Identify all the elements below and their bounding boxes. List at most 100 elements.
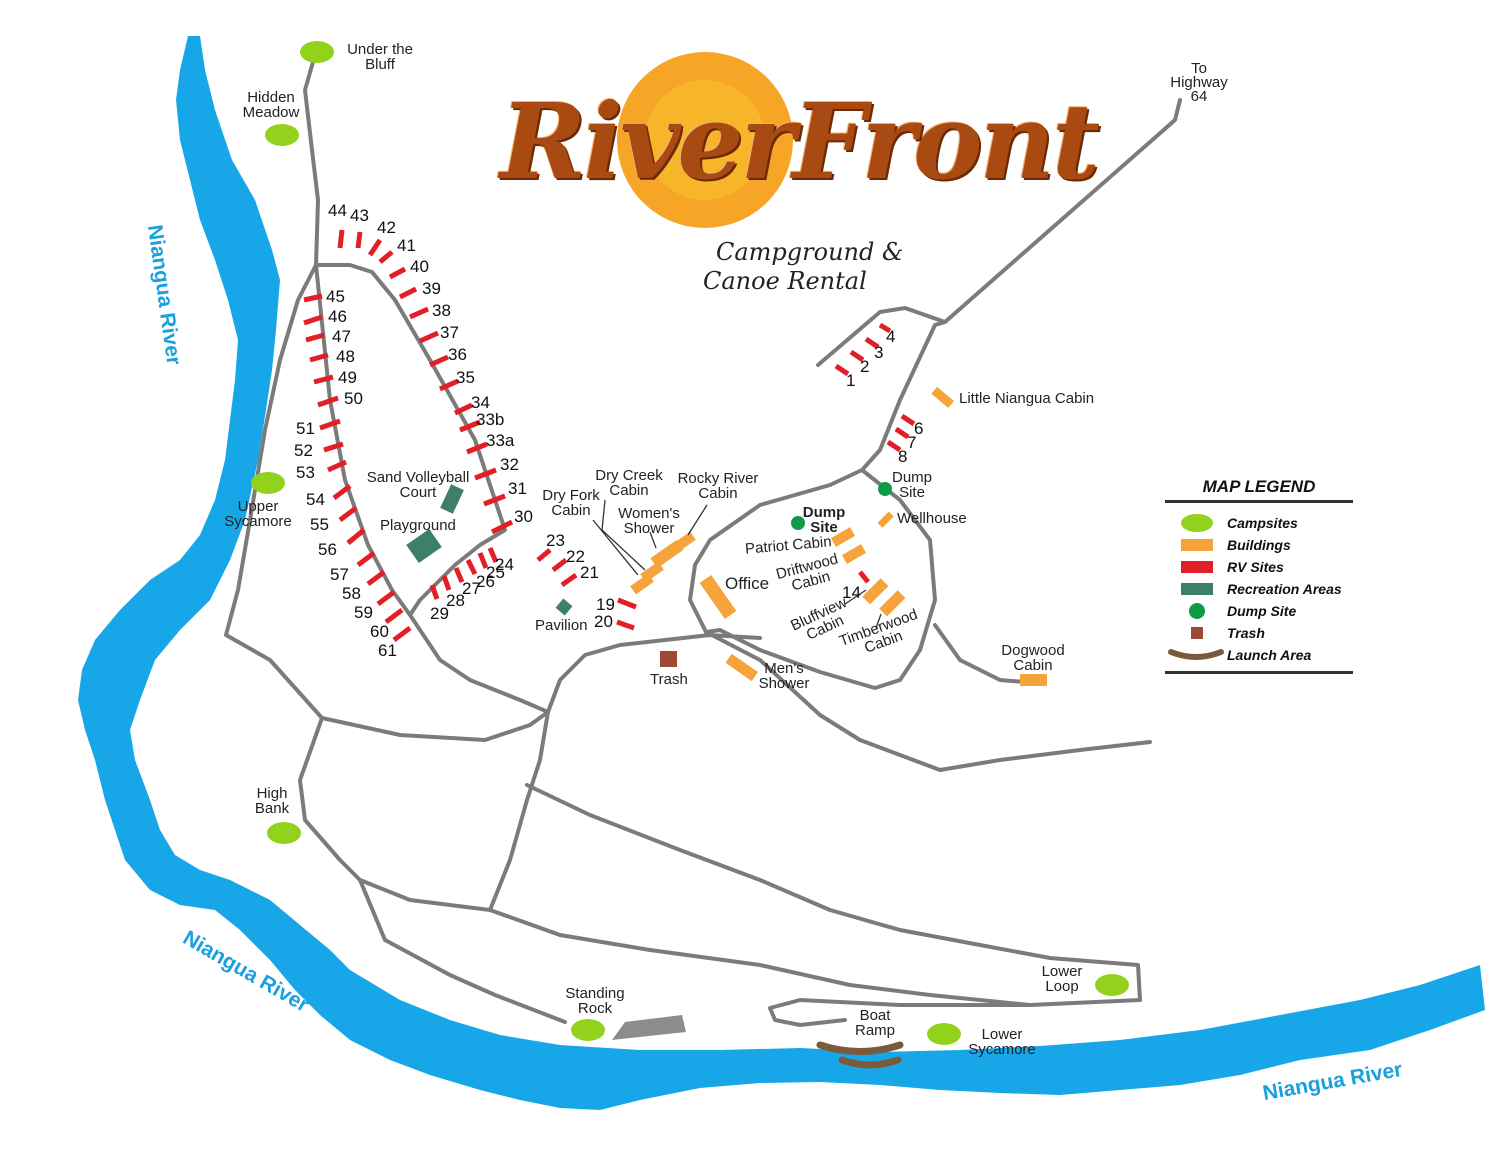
building-office bbox=[699, 574, 737, 620]
rv-site-28-number: 28 bbox=[446, 591, 465, 610]
rv-site-56-bar bbox=[346, 528, 366, 545]
rv-site-56-number: 56 bbox=[318, 540, 337, 559]
office-label: Office bbox=[725, 574, 770, 593]
playground-area bbox=[406, 528, 442, 564]
campsite-lower-loop-marker bbox=[1095, 974, 1129, 996]
dump-site-2-marker bbox=[878, 482, 892, 496]
rv-site-37-bar bbox=[418, 330, 440, 344]
rv-site-30-bar bbox=[490, 519, 514, 535]
legend-label-dump-site: Dump Site bbox=[1227, 603, 1297, 619]
rv-site-21-bar bbox=[560, 572, 578, 588]
rv-site-25-number: 25 bbox=[486, 563, 505, 582]
rv-site-51-bar bbox=[319, 418, 341, 431]
rv-site-36-number: 36 bbox=[448, 345, 467, 364]
rv-site-1-number: 1 bbox=[846, 371, 856, 390]
building-timberwood bbox=[879, 590, 906, 617]
river-west bbox=[78, 36, 1485, 1110]
rv-site-60-bar bbox=[384, 608, 404, 624]
legend-title: MAP LEGEND bbox=[1202, 477, 1316, 496]
legend-item-dump-site: Dump Site bbox=[1165, 600, 1353, 622]
legend-bottom-rule bbox=[1165, 671, 1353, 674]
rv-site-57-bar bbox=[356, 551, 376, 567]
recreation-rect-icon bbox=[1181, 583, 1213, 595]
rv-site-33a-bar bbox=[466, 441, 488, 455]
campsite-upper-sycamore-label: Upper Sycamore bbox=[224, 498, 292, 530]
building-mens-shower bbox=[725, 653, 758, 682]
building-driftwood bbox=[841, 544, 867, 564]
rv-site-6-bar bbox=[900, 413, 916, 427]
legend-item-rv-sites: RV Sites bbox=[1165, 556, 1353, 578]
roads bbox=[224, 53, 1182, 1027]
rv-site-53-bar bbox=[326, 459, 348, 473]
trash-label: Trash bbox=[650, 671, 688, 688]
rv-site-46-bar bbox=[303, 314, 323, 326]
rv-site-22-number: 22 bbox=[566, 547, 585, 566]
rv-site-32-number: 32 bbox=[500, 455, 519, 474]
rv-site-38-number: 38 bbox=[432, 301, 451, 320]
rv-site-48-number: 48 bbox=[336, 347, 355, 366]
rv-site-14-number: 14 bbox=[842, 583, 861, 602]
sand-volleyball-court bbox=[440, 484, 464, 514]
campsite-upper-sycamore-marker bbox=[251, 472, 285, 494]
rv-site-46-number: 46 bbox=[328, 307, 347, 326]
building-rocky-river bbox=[672, 531, 696, 553]
rv-site-29-bar bbox=[429, 584, 440, 600]
sand-volleyball-label: Sand Volleyball Court bbox=[366, 469, 470, 501]
rv-site-48-bar bbox=[309, 352, 329, 363]
rv-site-52-number: 52 bbox=[294, 441, 313, 460]
campsite-hidden-meadow-label: Hidden Meadow bbox=[242, 89, 300, 121]
womens-shower-label: Women's Shower bbox=[618, 505, 680, 537]
logo-title: RiverFront bbox=[500, 80, 1100, 203]
trash-square-icon bbox=[1191, 627, 1203, 639]
campsite-markers bbox=[251, 41, 1129, 1045]
rv-site-24-bar bbox=[487, 547, 499, 563]
rv-site-53-number: 53 bbox=[296, 463, 315, 482]
building-dry-fork bbox=[630, 573, 654, 595]
rv-site-54-number: 54 bbox=[306, 490, 325, 509]
rv-site-23-bar bbox=[536, 548, 552, 562]
rv-site-59-bar bbox=[376, 590, 396, 606]
rv-site-60-number: 60 bbox=[370, 622, 389, 641]
campsite-high-bank-label: High Bank bbox=[254, 785, 290, 817]
rv-site-55-bar bbox=[338, 506, 358, 522]
rv-site-61-bar bbox=[392, 626, 412, 642]
building-dogwood bbox=[1020, 674, 1047, 686]
buildings bbox=[630, 386, 1047, 686]
legend-item-buildings: Buildings bbox=[1165, 534, 1353, 556]
rv-site-41-number: 41 bbox=[397, 236, 416, 255]
rv-site-42-number: 42 bbox=[377, 218, 396, 237]
legend-item-campsites: Campsites bbox=[1165, 512, 1353, 534]
dry-creek-cabin-label: Dry Creek Cabin bbox=[595, 467, 663, 499]
rv-site-7-bar bbox=[894, 426, 910, 440]
rv-site-32-bar bbox=[474, 467, 497, 481]
rv-site-27-bar bbox=[453, 567, 465, 583]
rv-site-28-bar bbox=[441, 575, 452, 591]
legend-label-campsites: Campsites bbox=[1227, 515, 1298, 531]
rv-site-26-bar bbox=[465, 558, 478, 576]
dump-site-1-label: Dump Site bbox=[802, 504, 846, 536]
rv-site-41-bar bbox=[378, 250, 394, 264]
rv-site-29-number: 29 bbox=[430, 604, 449, 623]
campsite-under-the-bluff-marker bbox=[300, 41, 334, 63]
rv-site-45-bar bbox=[303, 293, 323, 303]
legend-label-trash: Trash bbox=[1227, 625, 1265, 641]
campsite-under-the-bluff-label: Under the Bluff bbox=[347, 41, 413, 73]
rv-site-31-number: 31 bbox=[508, 479, 527, 498]
rv-site-23-number: 23 bbox=[546, 531, 565, 550]
rv-site-1-bar bbox=[834, 363, 850, 377]
rv-site-20-number: 20 bbox=[594, 612, 613, 631]
legend-label-rv-sites: RV Sites bbox=[1227, 559, 1284, 575]
boat-ramp-label: Boat Ramp bbox=[854, 1007, 895, 1039]
standing-rock-shape bbox=[612, 1015, 686, 1040]
rv-site-51-number: 51 bbox=[296, 419, 315, 438]
rv-site-2-number: 2 bbox=[860, 357, 870, 376]
rv-site-33a-number: 33a bbox=[486, 431, 515, 450]
rv-site-39-bar bbox=[398, 286, 418, 300]
dump-site-1-marker bbox=[791, 516, 805, 530]
rv-site-34-number: 34 bbox=[471, 393, 490, 412]
rv-site-33b-bar bbox=[459, 419, 481, 433]
launch-arc-icon bbox=[1168, 649, 1224, 660]
campsite-lower-loop-label: Lower Loop bbox=[1041, 963, 1083, 995]
rv-site-26-number: 26 bbox=[476, 572, 495, 591]
rv-site-43-bar bbox=[355, 231, 363, 249]
